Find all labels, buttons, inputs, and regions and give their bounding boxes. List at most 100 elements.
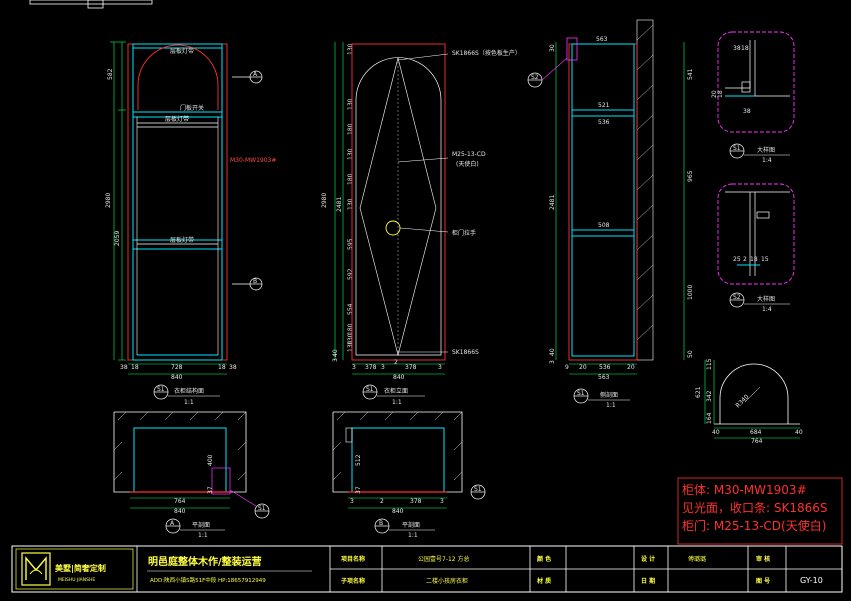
side-width-3: 536 <box>598 119 610 126</box>
structure-dim-582: 582 <box>107 68 114 80</box>
elevation-dim-l4: 130 <box>347 148 354 160</box>
detail1-scale: 1:4 <box>762 157 772 164</box>
plana-marker: A <box>170 520 175 527</box>
side-title: 侧剖面 <box>600 391 618 399</box>
elevation-dim-l12: 130 <box>347 340 354 352</box>
structure-door-label: 门板开关 <box>180 104 204 112</box>
structure-dim-2059: 2059 <box>114 231 121 246</box>
top-tab-small <box>87 0 104 9</box>
planb-dim-b4: 3 <box>440 498 444 505</box>
elevation-dim-l11: 130 <box>347 333 354 345</box>
side-dim-b5: 563 <box>598 374 610 381</box>
detail1-title: 大样图 <box>757 146 775 154</box>
elevation-dim-b3: 3 <box>381 364 385 371</box>
side-dim-l1: 30 <box>549 44 556 52</box>
plana-scale: 1:1 <box>198 532 208 539</box>
detail1-dim-1: 38 <box>733 45 741 52</box>
planb-dim-v1: 512 <box>355 454 362 466</box>
drawing-no-value: GY-10 <box>800 576 823 585</box>
side-dim-b2: 20 <box>579 364 587 371</box>
project-label: 项目名称 <box>341 555 365 563</box>
plan-a-view: 400 37 764 840 S1 A 平剖面 1:1 <box>113 411 270 539</box>
structure-dim-b5: 38 <box>229 364 237 371</box>
subproject-label: 子项名称 <box>341 577 365 585</box>
drawing-no-label: 图 号 <box>756 577 770 585</box>
detail2-title: 大样图 <box>757 295 775 303</box>
arch-dim-l2: 621 <box>695 386 702 398</box>
elevation-dim-l13: 40 <box>332 349 339 357</box>
planb-dim-b3: 378 <box>410 498 422 505</box>
elevation-dim-l9: 554 <box>347 303 354 315</box>
elevation-dim-l2: 130 <box>347 98 354 110</box>
elevation-dim-mid: 2481 <box>336 197 343 212</box>
planb-title: 平剖面 <box>402 521 420 529</box>
elevation-note-mid-1: M25-13-CD <box>452 151 486 158</box>
plana-dim-v1: 400 <box>207 454 214 466</box>
detail-1: 38 18 38 20 18 S1 大样图 1:4 <box>711 31 795 164</box>
detail1-dim-2: 18 <box>741 45 749 52</box>
arch-dim-b1: 40 <box>712 429 720 436</box>
side-section-view: S2 563 521 536 508 30 2481 40 3 541 965 … <box>527 19 694 409</box>
detail2-marker: S2 <box>733 294 741 301</box>
structure-shelf-label: 层板灯带 <box>170 236 194 244</box>
planb-dim-b2: 2 <box>380 498 384 505</box>
elevation-dim-b5: 3 <box>438 364 442 371</box>
structure-dim-b3: 728 <box>171 364 183 371</box>
side-dim-b1: 9 <box>565 364 569 371</box>
side-dim-l2: 2481 <box>549 195 556 210</box>
color-label: 颜 色 <box>537 555 551 563</box>
subproject-value: 二楼小孩房衣柜 <box>426 577 468 585</box>
plana-title: 平剖面 <box>192 521 210 529</box>
elevation-dim-center: 2 <box>394 359 398 366</box>
plana-dim-v2: 37 <box>207 486 214 494</box>
side-marker: S1 <box>577 390 585 397</box>
logo-icon <box>21 552 51 586</box>
structure-material-code: M30-MW1903# <box>230 157 276 164</box>
elevation-dim-b1: 3 <box>352 364 356 371</box>
detail2-dim-1: 25 <box>733 256 741 263</box>
detail2-dim-2: 2 <box>743 256 747 263</box>
arch-radius: R340 <box>734 393 750 409</box>
company-address: ADD:陕西小镇S路51F中段 HP:18657912949 <box>150 576 266 584</box>
elevation-dim-b2: 378 <box>365 364 377 371</box>
structure-dim-b1: 38 <box>120 364 128 371</box>
structure-top-label: 层板灯带 <box>170 47 194 55</box>
detail1-dim-3: 38 <box>743 108 751 115</box>
company-name: 明邑庭整体木作/整装运营 <box>148 555 262 568</box>
side-width-1: 563 <box>596 36 608 43</box>
detail2-scale: 1:4 <box>762 306 772 313</box>
material-note-1: 柜体: M30-MW1903# <box>682 483 807 497</box>
title-block: 美墅|简奢定制 MEISHU JIANSHE 明邑庭整体木作/整装运营 ADD:… <box>11 545 843 593</box>
plan-b-view: 512 37 3 2 378 3 840 S1 B 平剖面 1:1 <box>332 411 486 539</box>
top-tab <box>29 0 153 5</box>
logo-text: 美墅|简奢定制 <box>55 563 106 573</box>
elevation-dim-l8: 592 <box>347 268 354 280</box>
elevation-dim-l10: 180 <box>347 323 354 335</box>
arch-detail: R340 115 621 342 164 40 684 40 764 <box>695 358 803 445</box>
elevation-note-bottom: SK1866S <box>452 349 479 356</box>
planb-dim-v2: 37 <box>355 486 362 494</box>
arch-dim-l4: 164 <box>706 412 713 424</box>
planb-callout: S1 <box>474 486 482 493</box>
design-label: 设 计 <box>641 555 655 563</box>
structure-dim-b4: 18 <box>218 364 226 371</box>
elevation-dim-l6: 130 <box>347 198 354 210</box>
elevation-dim-l5: 180 <box>347 173 354 185</box>
side-width-2: 521 <box>598 102 610 109</box>
side-dim-b3: 536 <box>599 364 611 371</box>
project-value: 公园壹号7-12 方总 <box>418 555 470 563</box>
elevation-scale: 1:1 <box>392 399 402 406</box>
elevation-dim-l3: 180 <box>347 123 354 135</box>
detail-2: 25 2 18 15 S2 大样图 1:4 <box>717 183 795 313</box>
side-width-4: 508 <box>598 222 610 229</box>
side-dim-l4: 3 <box>549 360 556 364</box>
detail2-dim-3: 18 <box>750 256 758 263</box>
elevation-dim-b4: 378 <box>405 364 417 371</box>
structure-scale: 1:1 <box>184 399 194 406</box>
structure-title: 衣柜结构面 <box>174 387 204 395</box>
elevation-dim-l1: 130 <box>347 43 354 55</box>
elevation-marker: S1 <box>366 386 374 393</box>
side-dim-l3: 40 <box>549 348 556 356</box>
detail1-dim-v1: 20 <box>711 90 718 98</box>
